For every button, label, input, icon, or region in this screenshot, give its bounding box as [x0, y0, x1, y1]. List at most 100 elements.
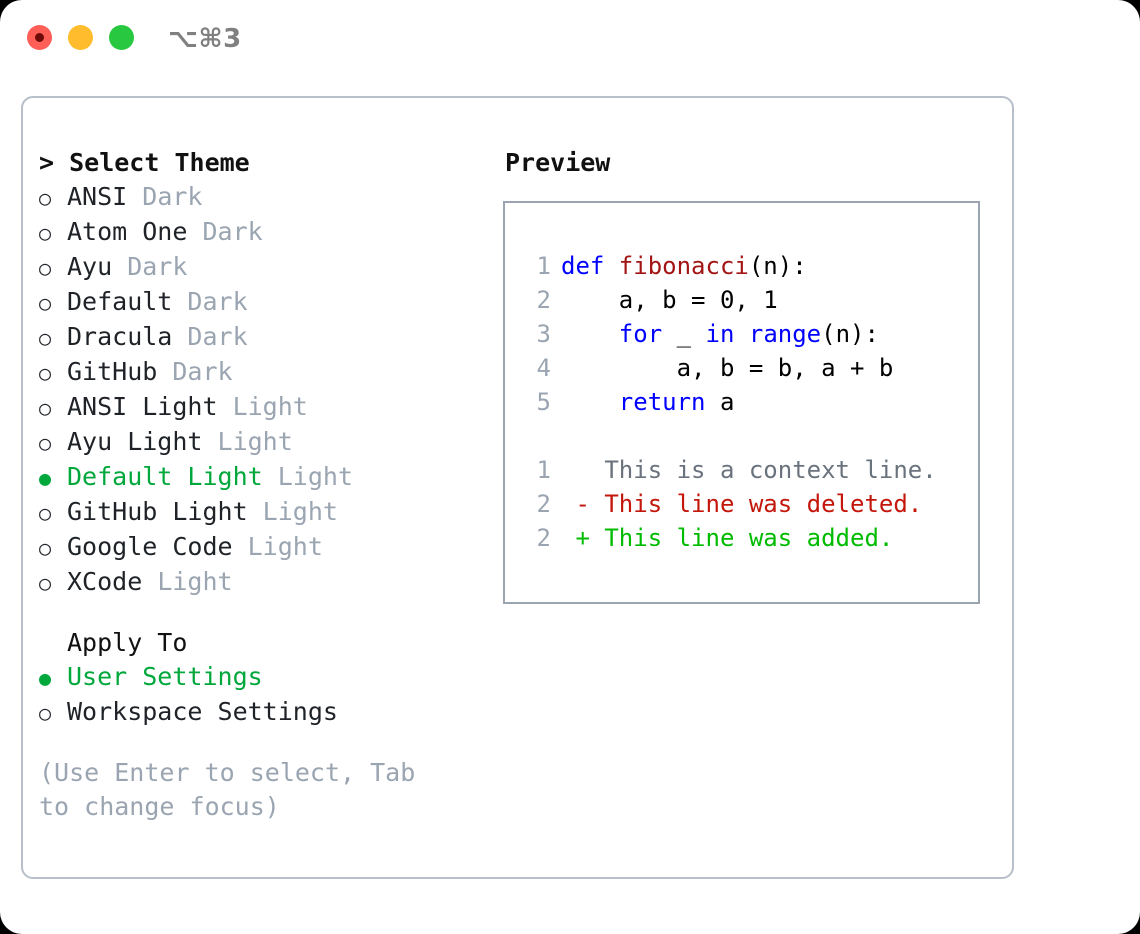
- radio-selected-icon: ●: [39, 466, 52, 490]
- code-token-plain: a: [705, 388, 735, 416]
- diff-text: This is a context line.: [589, 456, 937, 484]
- theme-name: Ayu: [67, 252, 113, 281]
- code-token-kw: def: [561, 252, 619, 280]
- diff-text: This line was added.: [589, 524, 894, 552]
- apply-to-label: User Settings: [67, 662, 263, 691]
- line-number: 1: [536, 456, 551, 484]
- diff-marker: [561, 456, 590, 484]
- theme-picker-card: > Select Theme ○ANSI Dark○Atom One Dark○…: [21, 96, 1014, 879]
- apply-to-options-list[interactable]: ● User Settings ○ Workspace Settings: [39, 660, 501, 730]
- maximize-button[interactable]: [109, 25, 134, 50]
- theme-option-github[interactable]: ○ GitHub Dark: [39, 355, 501, 390]
- code-token-kw: in: [705, 320, 735, 348]
- keyboard-hint-text: (Use Enter to select, Tab to change focu…: [39, 758, 431, 821]
- code-line: 2 a, b = 0, 1: [519, 283, 978, 317]
- radio-unselected-icon: ○: [39, 256, 52, 280]
- theme-option-github-light[interactable]: ○ GitHub Light Light: [39, 495, 501, 530]
- theme-variant-badge: Light: [247, 497, 338, 526]
- apply-to-option-workspace-settings[interactable]: ○ Workspace Settings: [39, 695, 501, 730]
- line-number: 2: [536, 490, 551, 518]
- theme-name: Default: [67, 287, 173, 316]
- theme-name: Ayu Light: [67, 427, 203, 456]
- diff-line-context: 1 This is a context line.: [519, 453, 978, 487]
- theme-option-xcode[interactable]: ○ XCode Light: [39, 565, 501, 600]
- diff-marker: +: [561, 524, 590, 552]
- theme-list-panel: > Select Theme ○ANSI Dark○Atom One Dark○…: [23, 98, 501, 877]
- theme-option-default-light[interactable]: ●Default Light Light: [39, 460, 501, 495]
- diff-marker: -: [561, 490, 590, 518]
- apply-to-label: Workspace Settings: [67, 697, 338, 726]
- radio-unselected-icon: ○: [39, 501, 52, 525]
- apply-to-option-user-settings[interactable]: ● User Settings: [39, 660, 501, 695]
- window-controls: [27, 25, 134, 50]
- code-token-fn: fibonacci: [618, 252, 749, 280]
- theme-name: Atom One: [67, 217, 188, 246]
- theme-option-default[interactable]: ○Default Dark: [39, 285, 501, 320]
- theme-option-atom-one[interactable]: ○ Atom One Dark: [39, 215, 501, 250]
- line-number: 1: [536, 252, 551, 280]
- radio-unselected-icon: ○: [39, 431, 52, 455]
- code-token-plain: [561, 320, 619, 348]
- preview-header: Preview: [505, 148, 611, 177]
- code-token-plain: [734, 320, 748, 348]
- apply-to-header: Apply To: [67, 628, 188, 657]
- radio-unselected-icon: ○: [39, 396, 52, 420]
- theme-name: Google Code: [67, 532, 233, 561]
- code-token-plain: [561, 388, 619, 416]
- line-number: 2: [536, 524, 551, 552]
- radio-selected-icon: ●: [39, 666, 52, 690]
- theme-option-ayu-light[interactable]: ○ Ayu Light Light: [39, 425, 501, 460]
- theme-name: GitHub Light: [67, 497, 248, 526]
- line-number: 4: [536, 354, 551, 382]
- theme-option-ayu[interactable]: ○ Ayu Dark: [39, 250, 501, 285]
- theme-variant-badge: Light: [142, 567, 233, 596]
- theme-variant-badge: Light: [202, 427, 293, 456]
- code-token-plain: (n):: [748, 252, 807, 280]
- theme-variant-badge: Light: [262, 462, 353, 491]
- radio-unselected-icon: ○: [39, 221, 52, 245]
- code-token-kw: for: [618, 320, 663, 348]
- code-token-plain: _: [662, 320, 706, 348]
- code-line: 5 return a: [519, 385, 978, 419]
- theme-variant-badge: Dark: [127, 182, 203, 211]
- line-number: 3: [536, 320, 551, 348]
- line-number: 5: [536, 388, 551, 416]
- line-number: 2: [536, 286, 551, 314]
- radio-unselected-icon: ○: [39, 536, 52, 560]
- theme-option-ansi-light[interactable]: ○ANSI Light Light: [39, 390, 501, 425]
- theme-variant-badge: Dark: [112, 252, 188, 281]
- diff-line-del: 2 - This line was deleted.: [519, 487, 978, 521]
- select-theme-header: > Select Theme: [39, 148, 250, 177]
- theme-name: Dracula: [67, 322, 173, 351]
- radio-unselected-icon: ○: [39, 701, 52, 725]
- close-button[interactable]: [27, 25, 52, 50]
- theme-variant-badge: Dark: [187, 217, 263, 246]
- theme-option-ansi[interactable]: ○ ANSI Dark: [39, 180, 501, 215]
- radio-unselected-icon: ○: [39, 291, 52, 315]
- code-token-plain: a, b = 0, 1: [561, 286, 778, 314]
- theme-variant-badge: Light: [232, 532, 323, 561]
- radio-unselected-icon: ○: [39, 186, 52, 210]
- theme-name: GitHub: [67, 357, 158, 386]
- diff-sample: 1 This is a context line.2 - This line w…: [519, 453, 978, 555]
- theme-name: ANSI: [67, 182, 128, 211]
- theme-options-list[interactable]: ○ ANSI Dark ○ Atom One Dark ○ Ayu Dark ○ Defaul…: [39, 180, 501, 600]
- keyboard-shortcut-label: ⌥⌘3: [168, 24, 242, 54]
- theme-name: XCode: [67, 567, 143, 596]
- code-line: 1 def fibonacci(n):: [519, 249, 978, 283]
- theme-option-google-code[interactable]: ○ Google Code Light: [39, 530, 501, 565]
- radio-unselected-icon: ○: [39, 361, 52, 385]
- theme-variant-badge: Dark: [157, 357, 233, 386]
- theme-option-dracula[interactable]: ○Dracula Dark: [39, 320, 501, 355]
- code-token-plain: (n):: [821, 320, 879, 348]
- code-token-plain: a, b = b, a + b: [561, 354, 894, 382]
- code-token-kw: return: [618, 388, 706, 416]
- radio-unselected-icon: ○: [39, 571, 52, 595]
- diff-line-add: 2 + This line was added.: [519, 521, 978, 555]
- minimize-button[interactable]: [68, 25, 93, 50]
- theme-name: ANSI Light: [67, 392, 218, 421]
